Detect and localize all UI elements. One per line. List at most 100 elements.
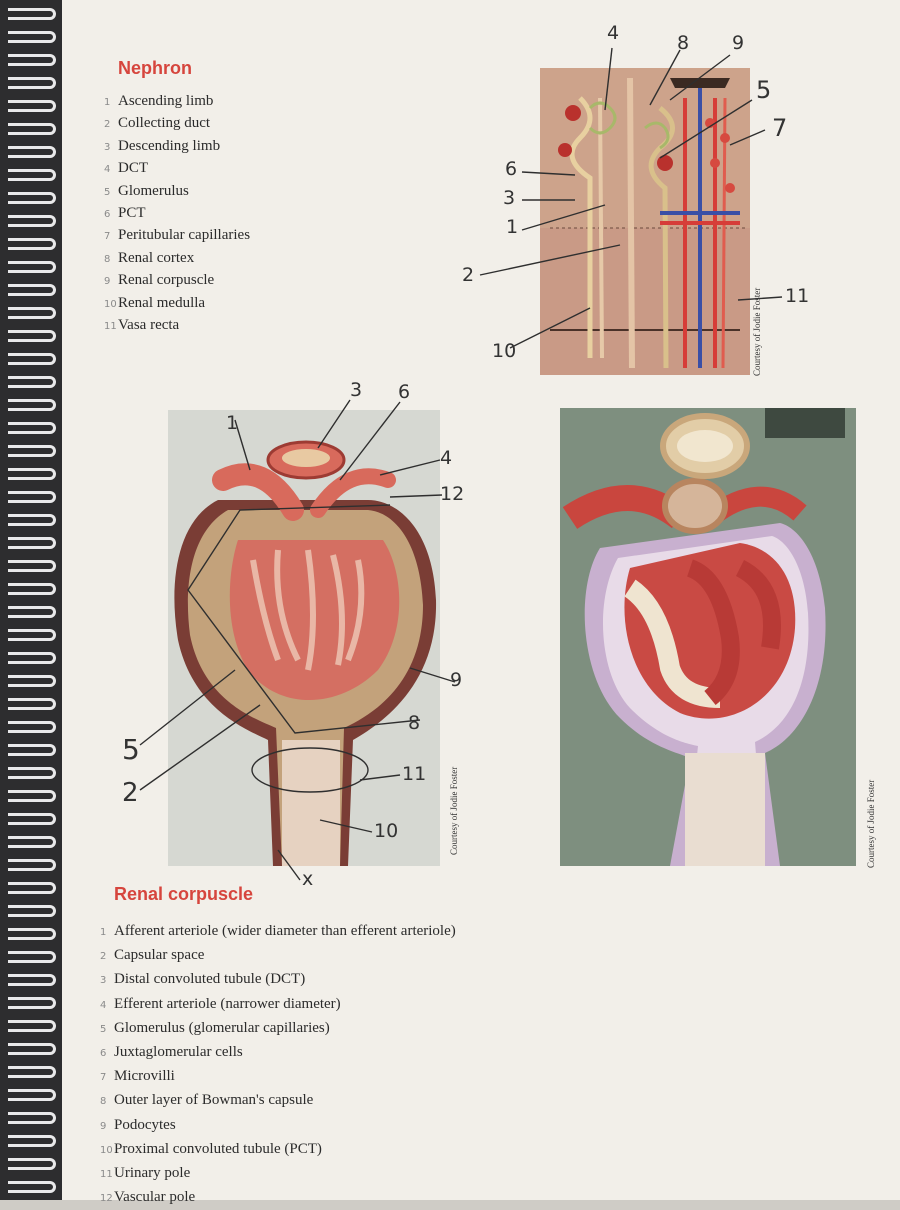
binding-ring xyxy=(8,376,56,388)
binding-ring xyxy=(8,1089,56,1101)
binding-ring xyxy=(8,54,56,66)
binding-ring xyxy=(8,284,56,296)
binding-ring xyxy=(8,836,56,848)
nephron-heading: Nephron xyxy=(118,58,192,78)
binding-ring xyxy=(8,8,56,20)
binding-ring xyxy=(8,77,56,89)
binding-ring xyxy=(8,353,56,365)
binding-ring xyxy=(8,744,56,756)
binding-ring xyxy=(8,790,56,802)
handwritten-label: 11 xyxy=(785,285,810,307)
binding-ring xyxy=(8,399,56,411)
binding-ring xyxy=(8,123,56,135)
binding-ring xyxy=(8,813,56,825)
handwritten-label: 5 xyxy=(756,76,772,104)
handwritten-label: 4 xyxy=(440,447,453,469)
binding-ring xyxy=(8,1043,56,1055)
binding-ring xyxy=(8,721,56,733)
binding-ring xyxy=(8,537,56,549)
binding-ring xyxy=(8,146,56,158)
binding-ring xyxy=(8,422,56,434)
binding-ring xyxy=(8,491,56,503)
binding-ring xyxy=(8,31,56,43)
binding-ring xyxy=(8,675,56,687)
handwritten-label: 6 xyxy=(505,158,518,180)
renal-corpuscle-model-illustration xyxy=(168,410,440,866)
renal-corpuscle-photo xyxy=(560,408,856,866)
list-item: 10Renal medulla xyxy=(104,294,206,311)
handwritten-label: 3 xyxy=(350,379,363,401)
handwritten-label: 9 xyxy=(732,32,745,54)
binding-ring xyxy=(8,698,56,710)
handwritten-label: 2 xyxy=(462,264,475,286)
binding-ring xyxy=(8,169,56,181)
handwritten-label: 3 xyxy=(503,187,516,209)
binding-ring xyxy=(8,882,56,894)
handwritten-label: 7 xyxy=(772,114,788,142)
binding-ring xyxy=(8,629,56,641)
handwritten-label: 10 xyxy=(374,820,399,842)
binding-ring xyxy=(8,100,56,112)
binding-ring xyxy=(8,1135,56,1147)
nephron-model-photo xyxy=(540,68,750,375)
handwritten-label: 2 xyxy=(122,778,139,808)
handwritten-label: 1 xyxy=(226,412,239,434)
handwritten-label: x xyxy=(302,868,314,890)
binding-ring xyxy=(8,261,56,273)
handwritten-label: 4 xyxy=(607,22,620,44)
binding-ring xyxy=(8,560,56,572)
renal-corpuscle-heading: Renal corpuscle xyxy=(114,884,254,904)
binding-ring xyxy=(8,1181,56,1193)
binding-ring xyxy=(8,1020,56,1032)
handwritten-label: 1 xyxy=(506,216,519,238)
binding-ring xyxy=(8,652,56,664)
binding-ring xyxy=(8,192,56,204)
binding-ring xyxy=(8,307,56,319)
binding-ring xyxy=(8,951,56,963)
handwritten-label: 8 xyxy=(677,32,690,54)
handwritten-label: 10 xyxy=(492,340,517,362)
binding-ring xyxy=(8,606,56,618)
binding-ring xyxy=(8,1066,56,1078)
list-item: 11Urinary pole xyxy=(100,1165,191,1182)
binding-ring xyxy=(8,767,56,779)
binding-ring xyxy=(8,974,56,986)
binding-ring xyxy=(8,330,56,342)
binding-ring xyxy=(8,238,56,250)
binding-ring xyxy=(8,859,56,871)
binding-ring xyxy=(8,905,56,917)
handwritten-label: 11 xyxy=(402,763,427,785)
binding-ring xyxy=(8,445,56,457)
binding-ring xyxy=(8,928,56,940)
nephron-model-illustration xyxy=(540,68,750,375)
binding-ring xyxy=(8,215,56,227)
handwritten-label: 6 xyxy=(398,381,411,403)
list-item: 12Vascular pole xyxy=(100,1189,196,1206)
handwritten-label: 12 xyxy=(440,483,465,505)
binding-ring xyxy=(8,514,56,526)
renal-corpuscle-photo-illustration xyxy=(560,408,856,866)
handwritten-label: 9 xyxy=(450,669,463,691)
binding-ring xyxy=(8,1158,56,1170)
handwritten-label: 8 xyxy=(408,712,421,734)
list-item: 11Vasa recta xyxy=(104,317,180,334)
